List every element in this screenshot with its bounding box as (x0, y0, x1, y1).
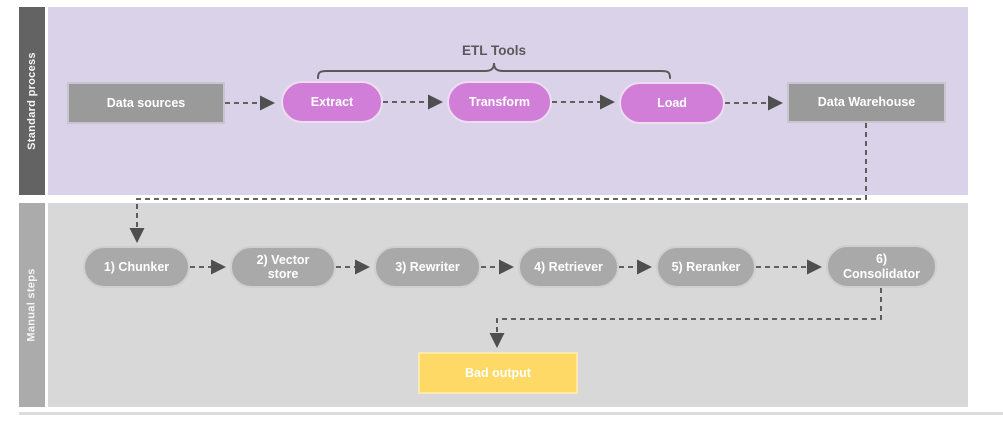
node-consolidator: 6) Consolidator (826, 245, 937, 288)
node-bad-output-label: Bad output (465, 365, 531, 380)
etl-tools-label: ETL Tools (462, 43, 526, 58)
node-rewriter-label: 3) Rewriter (395, 259, 460, 274)
node-extract: Extract (281, 81, 383, 123)
node-retriever: 4) Retriever (518, 246, 619, 288)
lane-label-standard-process: Standard process (26, 52, 39, 150)
node-data-warehouse-label: Data Warehouse (817, 95, 916, 110)
node-data-sources-label: Data sources (106, 95, 186, 110)
lane-header-manual-steps: Manual steps (19, 203, 45, 407)
node-reranker-label: 5) Reranker (671, 259, 741, 274)
node-vector-store-label: 2) Vector store (256, 252, 310, 281)
node-extract-label: Extract (310, 94, 354, 109)
lane-header-standard-process: Standard process (19, 7, 45, 195)
diagram-bottom-divider (19, 412, 1003, 415)
node-data-sources: Data sources (67, 82, 225, 124)
node-data-warehouse: Data Warehouse (787, 82, 946, 123)
lane-label-manual-steps: Manual steps (26, 268, 39, 342)
node-vector-store: 2) Vector store (230, 246, 336, 288)
node-chunker: 1) Chunker (83, 246, 190, 288)
node-transform-label: Transform (468, 94, 531, 109)
node-rewriter: 3) Rewriter (374, 246, 481, 288)
node-consolidator-label: 6) Consolidator (842, 252, 921, 281)
node-load: Load (619, 82, 725, 124)
node-load-label: Load (657, 95, 687, 110)
node-reranker: 5) Reranker (656, 246, 756, 288)
node-transform: Transform (447, 81, 552, 123)
node-chunker-label: 1) Chunker (103, 259, 170, 274)
node-bad-output: Bad output (418, 352, 578, 394)
node-retriever-label: 4) Retriever (534, 259, 603, 274)
